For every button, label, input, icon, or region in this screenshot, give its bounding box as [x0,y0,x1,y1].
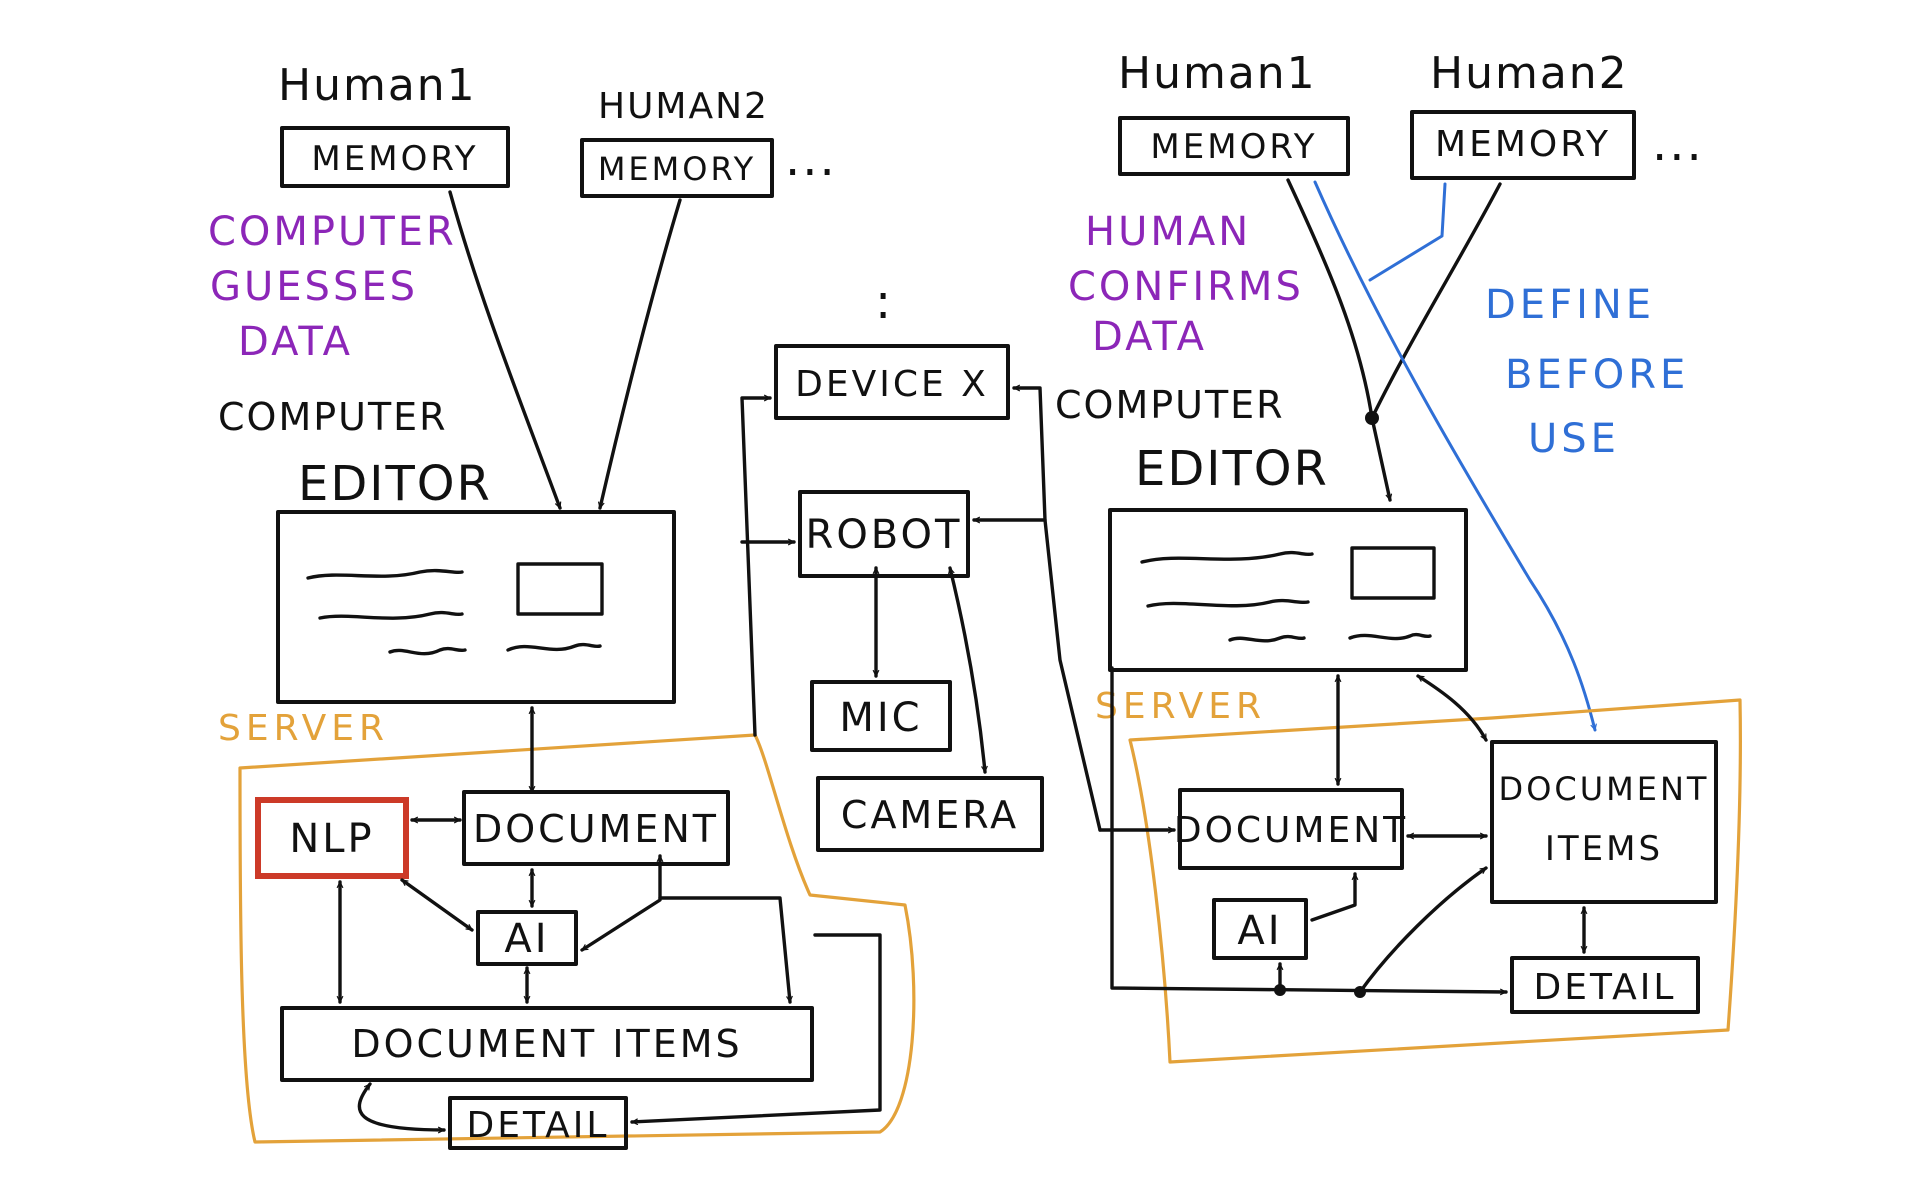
right-memory1-box: MEMORY [1118,116,1350,176]
right-editor-screen [1108,508,1468,672]
left-nlp-label: NLP [289,816,374,862]
right-bus-junction-dot [1274,984,1286,996]
left-detail-box: DETAIL [448,1096,628,1150]
right-note-line1: HUMAN [1085,209,1251,255]
right-memory2-box: MEMORY [1410,110,1636,180]
middle-ellipsis: : [875,274,893,330]
right-editor-document-items-arrow [1416,674,1488,742]
right-document-items-label-line1: DOCUMENT [1499,770,1710,808]
left-nlp-ai-arrow [400,878,474,932]
left-document-label: DOCUMENT [473,807,719,851]
camera-label: CAMERA [841,793,1019,837]
left-memory1-to-editor-arrow [448,190,562,510]
left-ai-to-document-items-arrow [658,896,790,1004]
left-human2-label: HUMAN2 [598,86,769,127]
robot-label: ROBOT [806,512,963,558]
right-blue-note-line1: DEFINE [1485,282,1655,328]
right-bus-junction-dot [1354,986,1366,998]
right-note-line3: DATA [1092,314,1207,360]
right-document-items-label-line2: ITEMS [1545,829,1663,869]
right-server-boundary [1128,698,1742,1064]
left-detail-label: DETAIL [467,1105,610,1146]
left-memory2-to-editor-arrow [600,198,682,510]
left-editor-text-line [506,642,602,652]
right-editor-text-line [1348,632,1432,641]
left-memory1-box: MEMORY [280,126,510,188]
left-document-items-detail-arrow [357,1082,446,1130]
left-server-label: SERVER [218,708,389,749]
robot-camera-arrow [950,566,985,774]
right-memory2-to-merge-line [1370,182,1502,420]
right-ai-box: AI [1212,898,1308,960]
right-memory1-to-document-items-blue-line [1313,180,1595,732]
left-document-items-label: DOCUMENT ITEMS [351,1022,742,1066]
right-memory1-to-merge-line [1286,178,1374,420]
right-ellipsis: ... [1652,116,1704,172]
right-editor-text-line [1146,598,1310,608]
right-merge-to-editor-arrow [1370,416,1390,502]
left-editor-label-line2: EDITOR [298,456,492,512]
right-editor-label-line2: EDITOR [1135,441,1329,497]
right-memory2-to-blue-line [1368,182,1447,282]
right-ai-to-document-arrow [1310,872,1355,922]
left-ai-box: AI [476,910,578,966]
left-server-boundary [238,733,916,1144]
right-bus-to-detail-arrow [1110,666,1508,992]
left-editor-image-placeholder [516,562,604,616]
right-document-box: DOCUMENT [1174,788,1408,870]
left-section: Human1 HUMAN2 MEMORY MEMORY ... COMPUTER… [208,60,916,1150]
left-editor-label-line1: COMPUTER [218,395,448,439]
right-editor-image-placeholder [1350,546,1436,600]
left-memory2-box: MEMORY [580,138,774,198]
right-blue-note-line3: USE [1528,416,1620,462]
left-editor-screen [276,510,676,704]
right-server-to-robot-arrow [972,520,1102,832]
mic-box: MIC [810,680,952,752]
middle-section: : DEVICE X ROBOT MIC CAMERA [740,274,1102,852]
left-note-line1: COMPUTER [208,209,457,255]
right-server-to-device-x-arrow [1012,388,1047,522]
left-human1-label: Human1 [278,60,477,111]
left-editor-text-line [318,610,464,620]
camera-box: CAMERA [816,776,1044,852]
left-editor-text-line [306,568,464,580]
left-ellipsis: ... [785,131,837,187]
left-note-line2: GUESSES [210,264,418,310]
right-note-line2: CONFIRMS [1068,264,1304,310]
device-x-box: DEVICE X [774,344,1010,420]
right-human2-label: Human2 [1430,48,1629,99]
right-human1-label: Human1 [1118,48,1317,99]
right-ai-label: AI [1237,908,1282,954]
left-document-items-box: DOCUMENT ITEMS [280,1006,814,1082]
left-memory2-label: MEMORY [598,150,756,188]
left-memory1-label: MEMORY [311,139,478,179]
right-editor-text-line [1228,634,1306,643]
right-detail-label: DETAIL [1534,967,1677,1008]
mic-label: MIC [839,695,922,741]
right-editor-label-line1: COMPUTER [1055,383,1285,427]
right-memory1-label: MEMORY [1150,127,1317,167]
right-memory2-label: MEMORY [1435,124,1611,165]
right-editor-text-line [1140,550,1314,564]
right-blue-note-line2: BEFORE [1505,352,1689,398]
server-to-device-x-arrow [740,398,772,737]
left-document-box: DOCUMENT [462,790,730,866]
robot-box: ROBOT [798,490,970,578]
left-nlp-box: NLP [255,797,409,879]
right-detail-box: DETAIL [1510,956,1700,1014]
right-document-label: DOCUMENT [1174,810,1408,851]
left-ai-label: AI [504,916,549,962]
left-note-line3: DATA [238,319,353,365]
left-ai-to-document-arrow [580,854,660,952]
right-section: Human1 Human2 MEMORY MEMORY ... HUMAN CO… [1055,48,1742,1064]
left-editor-text-line [388,646,467,656]
left-detail-return-arrow [630,933,882,1122]
device-x-label: DEVICE X [795,364,989,405]
right-server-label: SERVER [1095,686,1266,727]
right-bus-to-document-items-arrow [1358,866,1488,994]
right-document-items-box: DOCUMENT ITEMS [1490,740,1718,904]
